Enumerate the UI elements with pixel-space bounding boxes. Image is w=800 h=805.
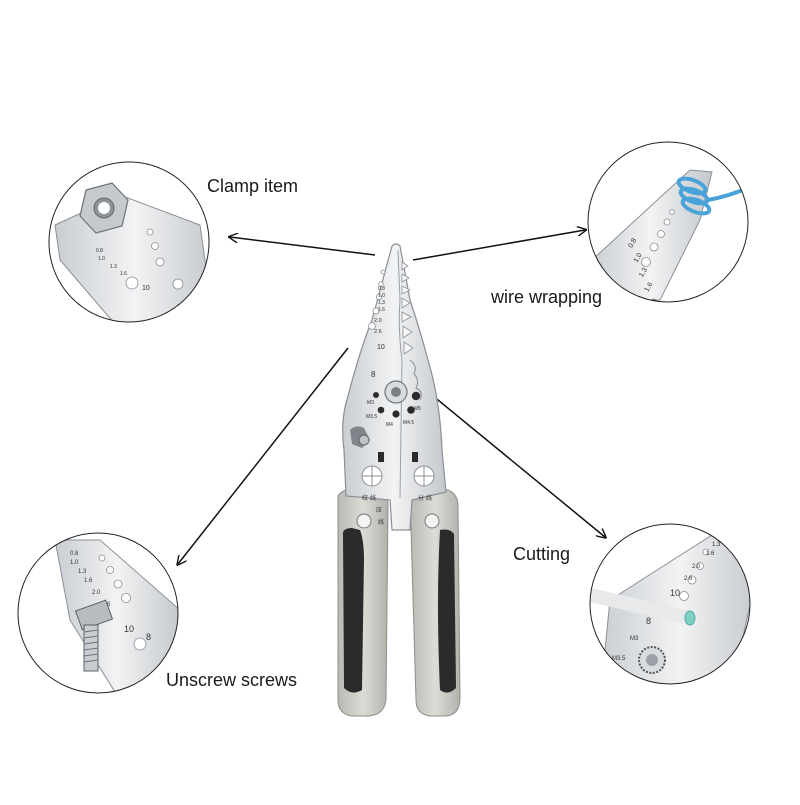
arrow-to-clamp — [230, 237, 376, 256]
jaw-teeth — [401, 261, 414, 355]
crimp-char-2: 线 — [370, 494, 376, 502]
gauge-16: 1.6 — [378, 307, 385, 313]
label-m35: M3.5 — [366, 414, 377, 420]
label-unscrew-screws: Unscrew screws — [166, 670, 298, 690]
svg-text:10: 10 — [142, 285, 150, 292]
svg-text:2.0: 2.0 — [692, 564, 701, 570]
arrow-to-wire — [412, 230, 585, 261]
svg-text:8: 8 — [646, 616, 651, 626]
hex-nut-icon — [79, 182, 129, 234]
svg-text:2.6: 2.6 — [684, 576, 693, 582]
gauge-20: 2.0 — [374, 318, 382, 324]
wire-wrapping-detail-circle: 0.8 1.0 1.3 1.6 2.0 — [587, 141, 749, 310]
screw-holes — [373, 380, 421, 418]
wire-coil-icon — [676, 176, 748, 216]
label-wire-wrapping: wire wrapping — [491, 287, 603, 307]
crimp-char-6: 线 — [426, 494, 432, 502]
bolt-icon — [74, 599, 114, 672]
svg-text:2.0: 2.0 — [648, 298, 659, 310]
svg-text:10: 10 — [670, 588, 680, 598]
right-handle — [409, 487, 461, 717]
svg-text:1.3: 1.3 — [110, 264, 117, 270]
svg-text:8: 8 — [146, 632, 151, 642]
crimp-char-1: 绞 — [362, 494, 368, 502]
svg-text:1.6: 1.6 — [120, 271, 127, 277]
pliers-head: 0.8 1.0 1.3 1.6 2.0 2.6 10 8 M3 — [342, 243, 447, 531]
cable-icon — [590, 588, 697, 626]
clamp-detail-circle: 0.8 1.0 1.3 1.6 10 — [48, 161, 210, 323]
gauge-notches — [368, 269, 386, 330]
unscrew-detail-circle: 0.81.01.3 1.62.02.6 108 — [17, 532, 179, 694]
label-clamp-item: Clamp item — [207, 176, 299, 196]
svg-text:1.3: 1.3 — [712, 542, 721, 548]
gauge-labels: 0.8 1.0 1.3 1.6 2.0 2.6 10 8 — [371, 286, 385, 379]
svg-text:1.6: 1.6 — [644, 281, 655, 293]
svg-text:0.8: 0.8 — [627, 237, 638, 249]
size-10: 10 — [377, 344, 385, 351]
left-handle — [337, 487, 389, 717]
label-cutting: Cutting — [513, 544, 571, 564]
crimp-char-4: 线 — [378, 518, 384, 526]
gauge-26: 2.6 — [374, 329, 382, 335]
label-m3: M3 — [367, 400, 374, 406]
label-m4: M4 — [386, 422, 393, 428]
hole-8: 8 — [371, 370, 376, 379]
gauge-13: 1.3 — [378, 300, 385, 306]
svg-text:1.6: 1.6 — [706, 551, 715, 557]
svg-text:1.0: 1.0 — [98, 256, 105, 262]
svg-text:2.0: 2.0 — [92, 590, 101, 596]
screw-hole-labels: M3 M3.5 M4 M4.5 M5 — [366, 400, 421, 428]
svg-text:0.8: 0.8 — [96, 248, 103, 254]
gauge-10: 1.0 — [378, 293, 385, 299]
crimp-char-5: 分 — [418, 494, 424, 502]
label-m45: M4.5 — [403, 420, 414, 426]
svg-text:M3: M3 — [630, 636, 639, 642]
svg-text:10: 10 — [124, 624, 134, 634]
svg-text:0.8: 0.8 — [70, 551, 79, 557]
crimp-char-3: 压 — [376, 507, 382, 514]
svg-text:1.6: 1.6 — [84, 578, 93, 584]
svg-text:1.0: 1.0 — [633, 252, 644, 264]
pliers: 0.8 1.0 1.3 1.6 2.0 2.6 10 8 M3 — [337, 243, 461, 717]
arrow-to-cutting — [409, 376, 605, 537]
arrow-to-unscrew — [178, 347, 349, 564]
svg-text:M3.5: M3.5 — [612, 656, 626, 662]
svg-text:1.3: 1.3 — [78, 569, 87, 575]
label-m5: M5 — [414, 406, 421, 412]
svg-text:1.0: 1.0 — [70, 560, 79, 566]
crimp-dies — [361, 452, 435, 487]
crimp-text: 绞 线 压 线 分 线 — [362, 494, 432, 526]
gauge-08: 0.8 — [378, 286, 385, 292]
svg-text:1.3: 1.3 — [638, 267, 649, 279]
